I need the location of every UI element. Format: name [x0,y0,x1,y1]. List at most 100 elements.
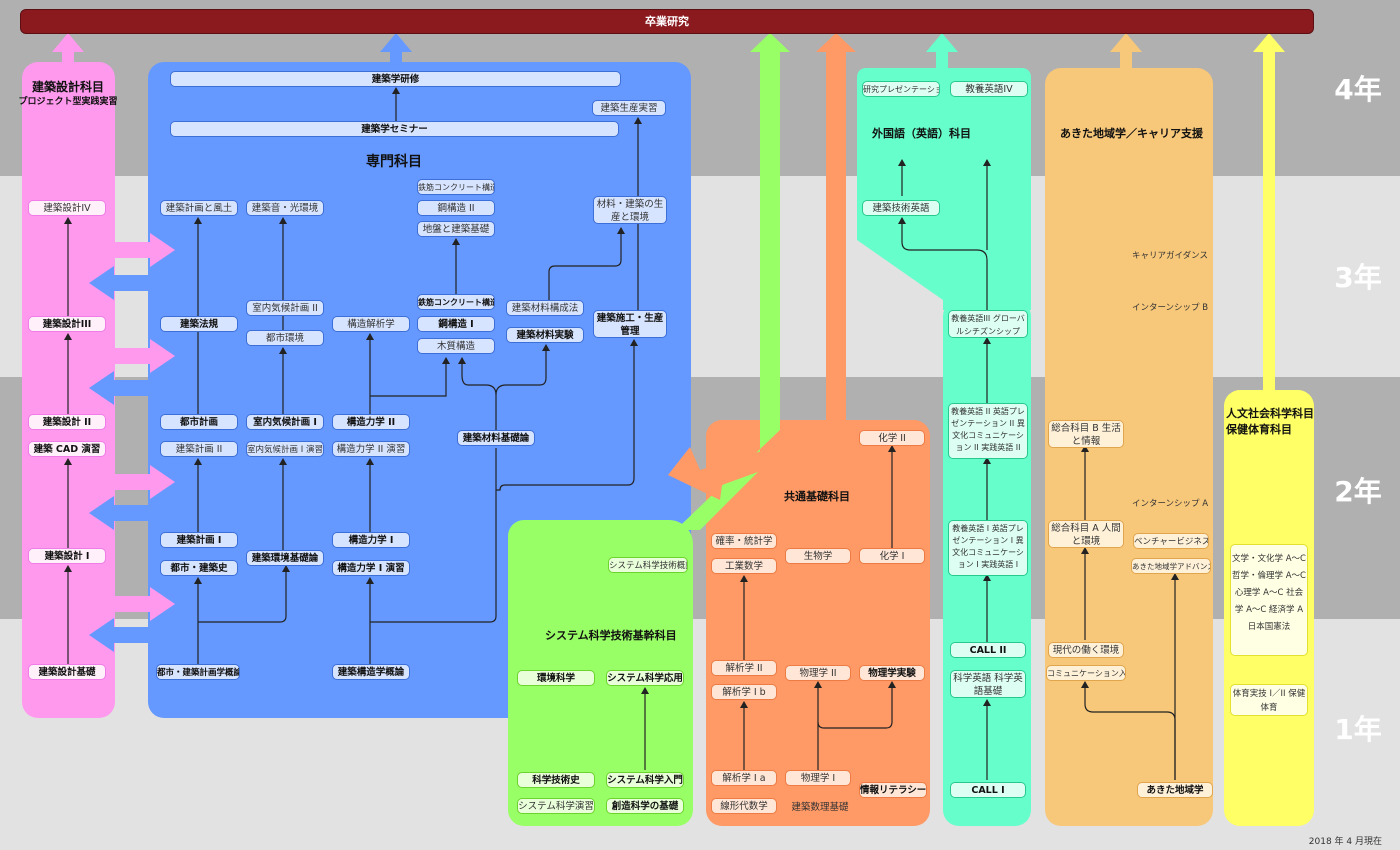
arrow-left-blue [89,266,152,652]
node-a9: コミュニケーション入門 [1046,665,1126,681]
node-t4: 教養英語III グローバルシチズンシップ [948,310,1028,338]
title-akita: あきた地域学／キャリア支援 [1060,127,1203,140]
node-b18: 建築施工・生産管理 [593,310,667,338]
node-a4: インターンシップ A [1131,499,1209,509]
node-a10: あきた地域学 [1137,782,1213,798]
node-b28: 建築環境基礎論 [246,550,324,566]
node-o3: 生物学 [785,548,851,564]
date-note: 2018 年 4 月現在 [1308,837,1382,847]
subtitle-kenchiku-sekkei: プロジェクト型実践実習 [18,97,118,107]
node-b29: 構造力学 I [332,532,410,548]
node-g7: 創造科学の基礎 [606,798,684,814]
node-pk4: 建築 CAD 演習 [28,441,106,457]
gaikokugo-upper-shape [857,68,1031,310]
node-g3: システム科学応用 [606,670,684,686]
node-pk2: 建築設計III [28,316,106,332]
title-kyotsu: 共通基礎科目 [784,490,850,503]
node-b8: 地盤と建築基礎 [417,221,495,237]
graduation-research-bar: 卒業研究 [20,9,1314,34]
node-b33: 建築構造学概論 [332,664,410,680]
node-b22: 構造力学 II [332,414,410,430]
node-g2: 環境科学 [517,670,595,686]
node-t5: 教養英語 II 英語プレゼンテーション II 異文化コミュニケーション II 実… [948,403,1028,459]
node-b15: 構造解析学 [332,316,410,332]
node-b30: 都市・建築史 [160,560,238,576]
node-g6: システム科学演習 [517,798,595,814]
node-b20: 都市計画 [160,414,238,430]
node-b11: 鉄筋コンクリート構造 I [417,294,495,310]
node-b10: 室内気候計画 II [246,300,324,316]
year-label-4: 4年 [1334,73,1382,106]
node-pk3: 建築設計 II [28,414,106,430]
arrow-up-pink [52,33,84,64]
node-t8: 科学英語 科学英語基礎 [950,670,1026,698]
node-b31: 構造力学 I 演習 [332,560,410,576]
node-a3: 総合科目 B 生活と情報 [1048,420,1124,448]
node-o2: 確率・統計学 [711,533,777,549]
node-b12: 建築材料構成法 [506,300,584,316]
arrow-up-apricot [1110,33,1142,70]
year-label-2: 2年 [1334,475,1382,508]
node-o1: 化学 II [859,430,925,446]
arrow-up-blue [380,33,412,64]
node-b16: 鋼構造 I [417,316,495,332]
node-t7: CALL II [950,642,1026,658]
node-o4: 化学 I [859,548,925,564]
node-o13: 線形代数学 [711,798,777,814]
node-b1: 建築学研修 [170,71,621,87]
title-gaikokugo: 外国語（英語）科目 [872,127,971,140]
node-b2: 建築学セミナー [170,121,619,137]
year-label-3: 3年 [1334,261,1382,294]
node-a5: 総合科目 A 人間と環境 [1048,520,1124,548]
node-o14: 建築数理基礎 [791,802,849,813]
node-g4: 科学技術史 [517,772,595,788]
node-o10: 解析学 I a [711,770,777,786]
node-b9: 材料・建築の生産と環境 [593,196,667,224]
node-pk6: 建築設計基礎 [28,664,106,680]
node-b24: 建築計画 II [160,441,238,457]
node-t9: CALL I [950,782,1026,798]
node-y2: 体育実技 I／II 保健体育 [1230,684,1308,716]
arrow-up-yellow [1253,33,1285,392]
node-a1: キャリアガイダンス [1132,251,1208,261]
node-g5: システム科学入門 [606,772,684,788]
node-b27: 建築計画 I [160,532,238,548]
title-senmon: 専門科目 [366,154,422,170]
title-kenchiku-sekkei: 建築設計科目 [31,80,104,94]
node-b13: 建築法規 [160,316,238,332]
title-jinbun-1: 人文社会科学科目 [1226,407,1314,420]
arrow-right-pink [112,233,175,621]
node-b19: 木質構造 [417,338,495,354]
node-o9: 解析学 I b [711,684,777,700]
node-a8: 現代の働く環境 [1048,642,1124,658]
node-b32: 都市・建築計画学概論 [156,664,240,680]
year-label-1: 1年 [1334,713,1382,746]
arrow-up-orange [826,52,846,420]
title-jinbun-2: 保健体育科目 [1226,423,1292,436]
node-b23: 建築材料基礎論 [457,430,535,446]
node-pk1: 建築設計IV [28,200,106,216]
node-b26: 構造力学 II 演習 [332,441,410,457]
node-b25: 室内気候計画 I 演習 [246,441,324,457]
node-o11: 物理学 I [785,770,851,786]
node-b21: 室内気候計画 I [246,414,324,430]
node-y1: 文学・文化学 A～C 哲学・倫理学 A～C 心理学 A～C 社会学 A～C 経済… [1230,544,1308,656]
node-b4: 建築計画と風土 [160,200,238,216]
node-g1: システム科学技術概論 [608,557,688,573]
node-b5: 建築音・光環境 [246,200,324,216]
node-a7: あきた地域学アドバンスト [1131,558,1211,574]
node-b17: 建築材料実験 [506,327,584,343]
node-pk5: 建築設計 I [28,548,106,564]
node-t2: 教養英語IV [950,81,1028,97]
node-o12: 情報リテラシー [859,782,927,798]
node-b3: 建築生産実習 [592,100,666,116]
arrow-up-teal [926,33,958,70]
node-o7: 物理学 II [785,665,851,681]
node-t1: 研究プレゼンテーション [862,81,940,97]
title-system: システム科学技術基幹科目 [545,629,677,642]
node-o8: 物理学実験 [859,665,925,681]
node-b7: 鋼構造 II [417,200,495,216]
node-a2: インターンシップ B [1131,303,1209,313]
